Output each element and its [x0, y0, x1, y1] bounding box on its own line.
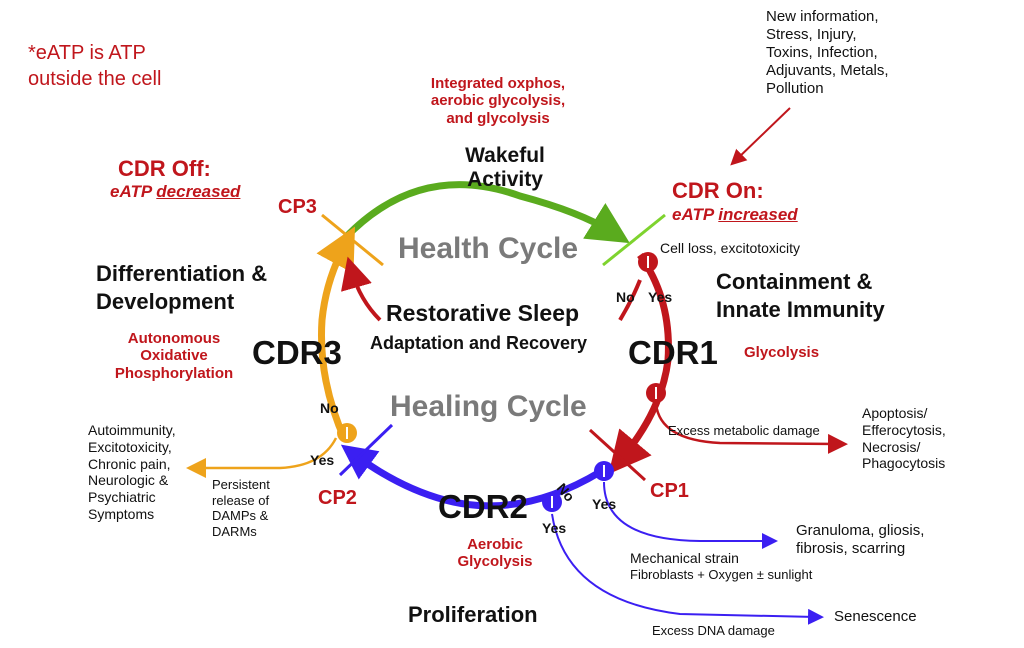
cdr1-label: CDR1 [628, 334, 718, 371]
mechanical-strain-label: Mechanical strain [630, 550, 739, 566]
cp3-label: CP3 [278, 196, 317, 218]
cdr2-label: CDR2 [438, 488, 528, 525]
aerobic-glycolysis-label: Aerobic Glycolysis [457, 536, 533, 571]
glycolysis-label: Glycolysis [744, 344, 820, 361]
containment-label: Containment & Innate Immunity [716, 269, 885, 322]
cdr-on-sub: eATP increased [672, 205, 798, 224]
eatp-note: *eATP is ATP outside the cell [28, 42, 162, 90]
cdr-on-mark [602, 213, 666, 267]
orange-arc [316, 226, 356, 442]
cdr3-no: No [320, 400, 339, 416]
stressor-arrow [730, 107, 791, 166]
health-cycle-label: Health Cycle [398, 232, 579, 265]
cdr1-no: No [616, 289, 635, 305]
cp3-mark [321, 213, 384, 267]
granuloma-list: Granuloma, gliosis, fibrosis, scarring [796, 522, 925, 557]
restorative-sleep-label: Restorative Sleep [386, 300, 580, 326]
differentiation-label: Differentiation & Development [96, 261, 268, 314]
senescence-label: Senescence [834, 608, 917, 625]
cell-loss-label: Cell loss, excitotoxicity [660, 240, 801, 256]
cdr-off-sub: eATP decreased [110, 182, 241, 201]
green-arc [342, 181, 630, 244]
senescence-arrow [551, 513, 824, 625]
fibroblasts-label: Fibroblasts + Oxygen ± sunlight [630, 567, 813, 582]
inner-red-arrow-left [341, 256, 382, 322]
autonomous-oxphos-label: Autonomous Oxidative Phosphorylation [114, 330, 234, 382]
stressor-list: New information, Stress, Injury, Toxins,… [766, 8, 889, 97]
wakeful-activity: Wakeful Activity [465, 144, 545, 192]
cp1-yes: Yes [592, 496, 617, 512]
cp1-mark [588, 428, 647, 482]
cdr-on-title: CDR On: [672, 178, 764, 203]
autoimmunity-list: Autoimmunity, Excitotoxicity, Chronic pa… [88, 422, 176, 522]
cp2-label: CP2 [318, 487, 357, 509]
proliferation-label: Proliferation [408, 602, 538, 627]
cdr3-label: CDR3 [252, 334, 342, 371]
cdr1-yes: Yes [648, 289, 673, 305]
adaptation-label: Adaptation and Recovery [370, 333, 588, 353]
autoimmunity-arrow [186, 437, 338, 478]
top-center-label: Integrated oxphos, aerobic glycolysis, a… [430, 75, 566, 127]
excess-metabolic-label: Excess metabolic damage [668, 423, 820, 438]
cdr2-yes: Yes [542, 520, 567, 536]
cp2-mark [338, 423, 394, 477]
granuloma-arrow [603, 481, 778, 549]
red-arc [608, 252, 672, 475]
excess-dna-label: Excess DNA damage [652, 623, 775, 638]
healing-cycle-label: Healing Cycle [390, 390, 587, 423]
apoptosis-arrow [654, 403, 848, 454]
cp1-label: CP1 [650, 480, 689, 502]
cdr3-yes: Yes [310, 452, 335, 468]
apoptosis-list: Apoptosis/ Efferocytosis, Necrosis/ Phag… [862, 405, 946, 472]
persistent-release-label: Persistent release of DAMPs & DARMs [212, 477, 270, 539]
inner-red-line-right [618, 279, 642, 322]
cdr-off-title: CDR Off: [118, 156, 211, 181]
